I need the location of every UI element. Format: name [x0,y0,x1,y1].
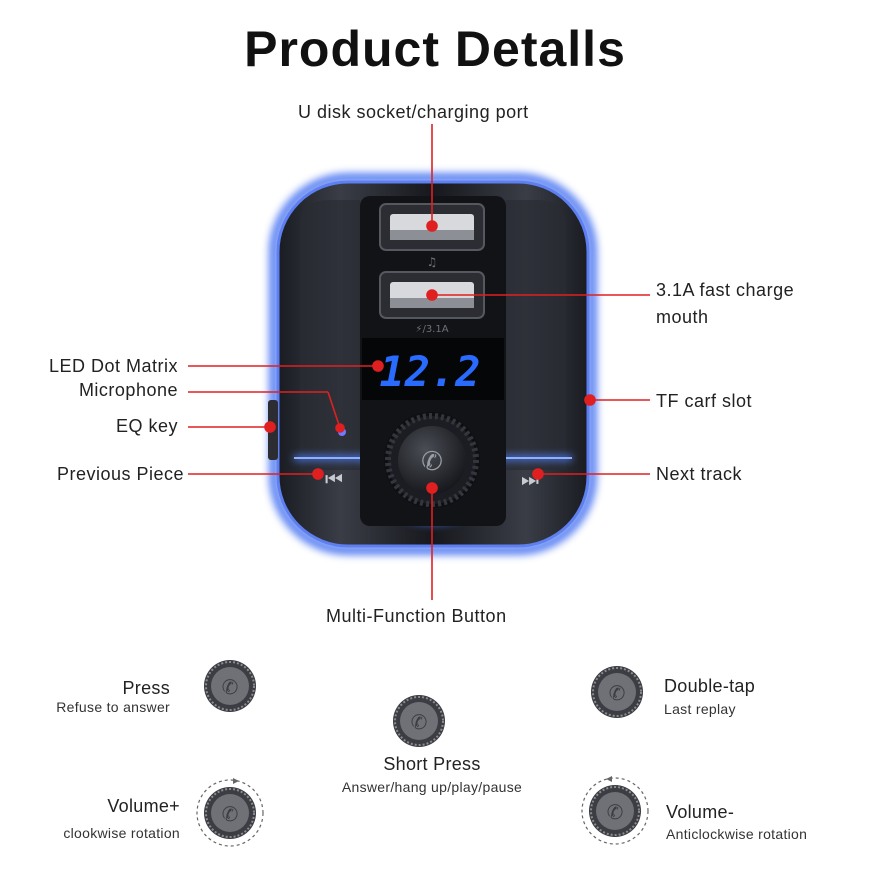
callout-fast-charge-line2: mouth [656,307,709,327]
led-display [362,338,504,400]
op-volume-up-desc: clookwise rotation [63,825,180,841]
port-label: ⚡/3.1A [415,324,448,335]
svg-text:✆: ✆ [609,681,626,705]
callout-microphone: Microphone [78,380,178,400]
svg-text:✆: ✆ [222,675,239,699]
op-volume-down-desc: Anticlockwise rotation [666,826,808,842]
svg-text:✆: ✆ [607,800,624,824]
op-press-desc: Refuse to answer [56,699,170,715]
display-value: 12.2 [379,347,480,396]
svg-text:♫: ♫ [427,255,438,269]
svg-text:✆: ✆ [411,710,428,734]
op-press-title: Press [122,678,170,698]
callout-previous: Previous Piece [56,464,184,484]
svg-text:✆: ✆ [421,447,443,477]
op-short-press-desc: Answer/hang up/play/pause [341,779,523,795]
callout-led-matrix: LED Dot Matrix [48,356,178,376]
page-title: Product Detalls [244,21,626,77]
callout-tf-slot: TF carf slot [656,391,753,411]
double-tap-knob-icon: ✆ [591,666,643,718]
op-volume-down-title: Volume- [666,802,735,822]
previous-icon: ⏮ [325,467,343,491]
op-short-press-title: Short Press [383,754,481,774]
callout-multi-function: Multi-Function Button [326,606,507,626]
callout-fast-charge-line1: 3.1A fast charge [656,280,795,300]
callout-eq-key: EQ key [115,416,178,436]
svg-text:✆: ✆ [222,802,239,826]
callout-usb-socket: U disk socket/charging port [298,102,529,122]
volume-down-knob-icon: ✆ [581,776,649,845]
callout-next-track: Next track [656,464,743,484]
volume-up-knob-icon: ✆ [196,778,264,847]
op-volume-up-title: Volume+ [107,796,180,816]
press-knob-icon: ✆ [204,660,256,712]
short-press-knob-icon: ✆ [393,695,445,747]
op-double-tap-title: Double-tap [664,676,756,696]
op-double-tap-desc: Last replay [664,701,736,717]
